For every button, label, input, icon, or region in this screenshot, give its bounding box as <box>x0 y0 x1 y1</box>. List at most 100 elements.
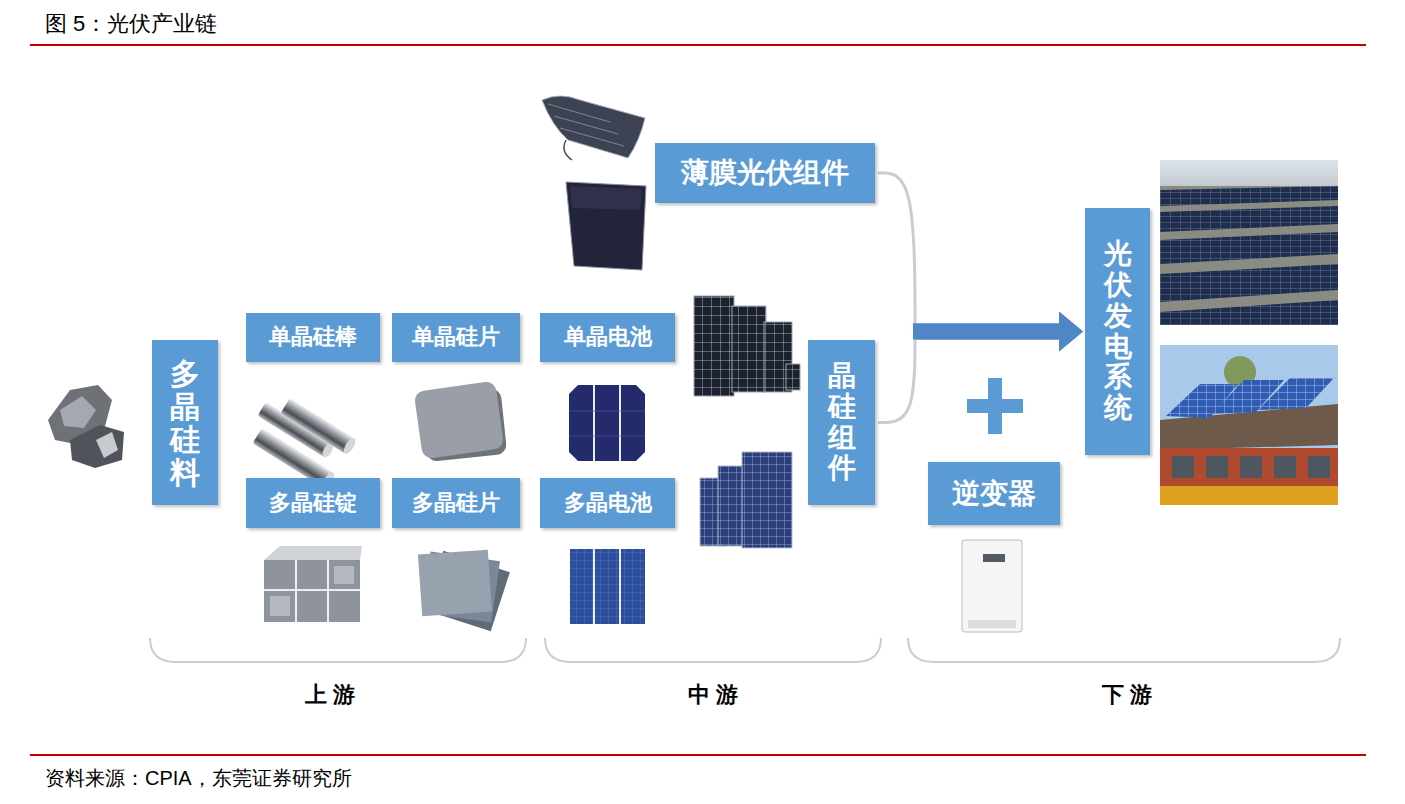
process-box: 多晶硅片 <box>392 478 520 528</box>
mono-modules <box>786 364 800 390</box>
mono-ingot-rods <box>252 398 357 490</box>
box-content: 多晶硅片 <box>412 490 500 516</box>
mono-cell <box>569 436 645 437</box>
box-content: 多晶电池 <box>564 490 652 516</box>
process-box: 逆变器 <box>928 462 1060 525</box>
inverter-unit <box>968 620 1016 628</box>
box-content: 单晶硅棒 <box>269 324 357 350</box>
poly-cell <box>570 549 645 624</box>
plus-symbol <box>967 399 1023 413</box>
thin-film-module <box>548 104 624 146</box>
box-label: 多晶硅料 <box>170 357 200 489</box>
process-box: 晶硅组件 <box>808 340 875 505</box>
flow-arrow <box>913 324 1059 340</box>
polysilicon-chunk <box>60 396 96 428</box>
box-content: 晶硅组件 <box>828 361 856 484</box>
process-box: 单晶硅棒 <box>246 313 380 362</box>
solar-farm-photo <box>1160 186 1338 206</box>
solar-farm-photo <box>1160 300 1338 325</box>
box-label: 单晶硅片 <box>412 324 500 350</box>
rooftop-solar-photo <box>1240 456 1262 478</box>
mono-cell <box>569 385 645 461</box>
poly-ingot-blocks <box>264 589 360 591</box>
merge-bracket <box>878 332 915 423</box>
rooftop-solar-photo <box>1274 456 1296 478</box>
polysilicon-chunk <box>70 425 124 468</box>
box-label: 逆变器 <box>952 477 1036 511</box>
poly-ingot-blocks <box>334 566 354 584</box>
thin-film-module <box>542 96 646 270</box>
poly-cell <box>619 549 621 624</box>
mono-cell <box>593 385 595 461</box>
rooftop-solar-photo <box>1308 456 1330 478</box>
rooftop-solar-photo <box>1160 345 1338 505</box>
thin-film-module <box>570 186 642 210</box>
box-label: 晶硅组件 <box>828 361 856 484</box>
mono-modules <box>694 296 800 396</box>
box-label: 多晶电池 <box>564 490 652 516</box>
poly-cell <box>593 549 595 624</box>
rooftop-solar-photo <box>1258 378 1334 410</box>
mono-ingot-rods <box>280 398 357 456</box>
box-label: 单晶硅棒 <box>269 324 357 350</box>
process-box: 薄膜光伏组件 <box>655 143 875 203</box>
section-label: 上 游 <box>305 680 355 710</box>
poly-ingot-blocks <box>264 560 360 622</box>
solar-farm-photo <box>1160 264 1338 302</box>
box-label: 薄膜光伏组件 <box>681 156 849 190</box>
process-box: 单晶硅片 <box>392 313 520 362</box>
poly-ingot-blocks <box>264 546 362 622</box>
poly-ingot-blocks <box>264 546 362 560</box>
process-box: 单晶电池 <box>540 313 675 362</box>
mono-modules <box>694 296 734 396</box>
box-label: 单晶电池 <box>564 324 652 350</box>
process-box: 多晶硅锭 <box>246 478 380 528</box>
box-content: 光伏发电系统 <box>1104 239 1132 424</box>
inverter-unit <box>962 540 1022 632</box>
polysilicon-chunk <box>96 432 118 458</box>
mono-wafer <box>414 381 505 460</box>
poly-cell <box>570 549 645 624</box>
mono-cell <box>569 411 645 412</box>
mono-wafer <box>414 381 508 462</box>
rooftop-solar-photo <box>1172 456 1194 478</box>
box-content: 薄膜光伏组件 <box>681 156 849 190</box>
solar-farm-photo <box>1160 160 1338 325</box>
rooftop-solar-photo <box>1160 345 1338 505</box>
box-content: 逆变器 <box>952 477 1036 511</box>
plus-symbol <box>967 378 1023 434</box>
thin-film-module <box>542 96 645 158</box>
poly-wafer <box>418 550 510 632</box>
mono-ingot-rods <box>342 436 358 456</box>
process-box: 多晶电池 <box>540 478 675 528</box>
polysilicon-chunk <box>48 385 124 468</box>
box-content: 单晶电池 <box>564 324 652 350</box>
rooftop-solar-photo <box>1160 448 1338 488</box>
rooftop-solar-photo <box>1206 456 1228 478</box>
inverter-unit <box>983 554 1005 562</box>
poly-modules <box>742 452 792 548</box>
box-content: 单晶硅片 <box>412 324 500 350</box>
solar-farm-photo <box>1160 206 1338 232</box>
flow-connector <box>878 173 1059 332</box>
process-box: 多晶硅料 <box>152 340 218 505</box>
mono-modules <box>732 306 766 392</box>
flow-arrow <box>913 324 1059 340</box>
merge-bracket <box>878 173 915 332</box>
box-label: 多晶硅片 <box>412 490 500 516</box>
box-content: 多晶硅锭 <box>269 490 357 516</box>
inverter-unit <box>962 540 1022 632</box>
section-bracket <box>545 638 881 662</box>
box-label: 多晶硅锭 <box>269 490 357 516</box>
section-bracket <box>908 638 1340 662</box>
title-rule <box>30 44 1366 46</box>
section-bracket <box>150 638 526 662</box>
mono-ingot-rods <box>280 398 354 454</box>
mono-cell <box>619 385 621 461</box>
figure-title: 图 5：光伏产业链 <box>45 9 217 39</box>
section-label: 下 游 <box>1102 680 1152 710</box>
solar-farm-photo <box>1160 232 1338 264</box>
thin-film-module <box>566 182 646 270</box>
poly-cell <box>570 549 645 624</box>
